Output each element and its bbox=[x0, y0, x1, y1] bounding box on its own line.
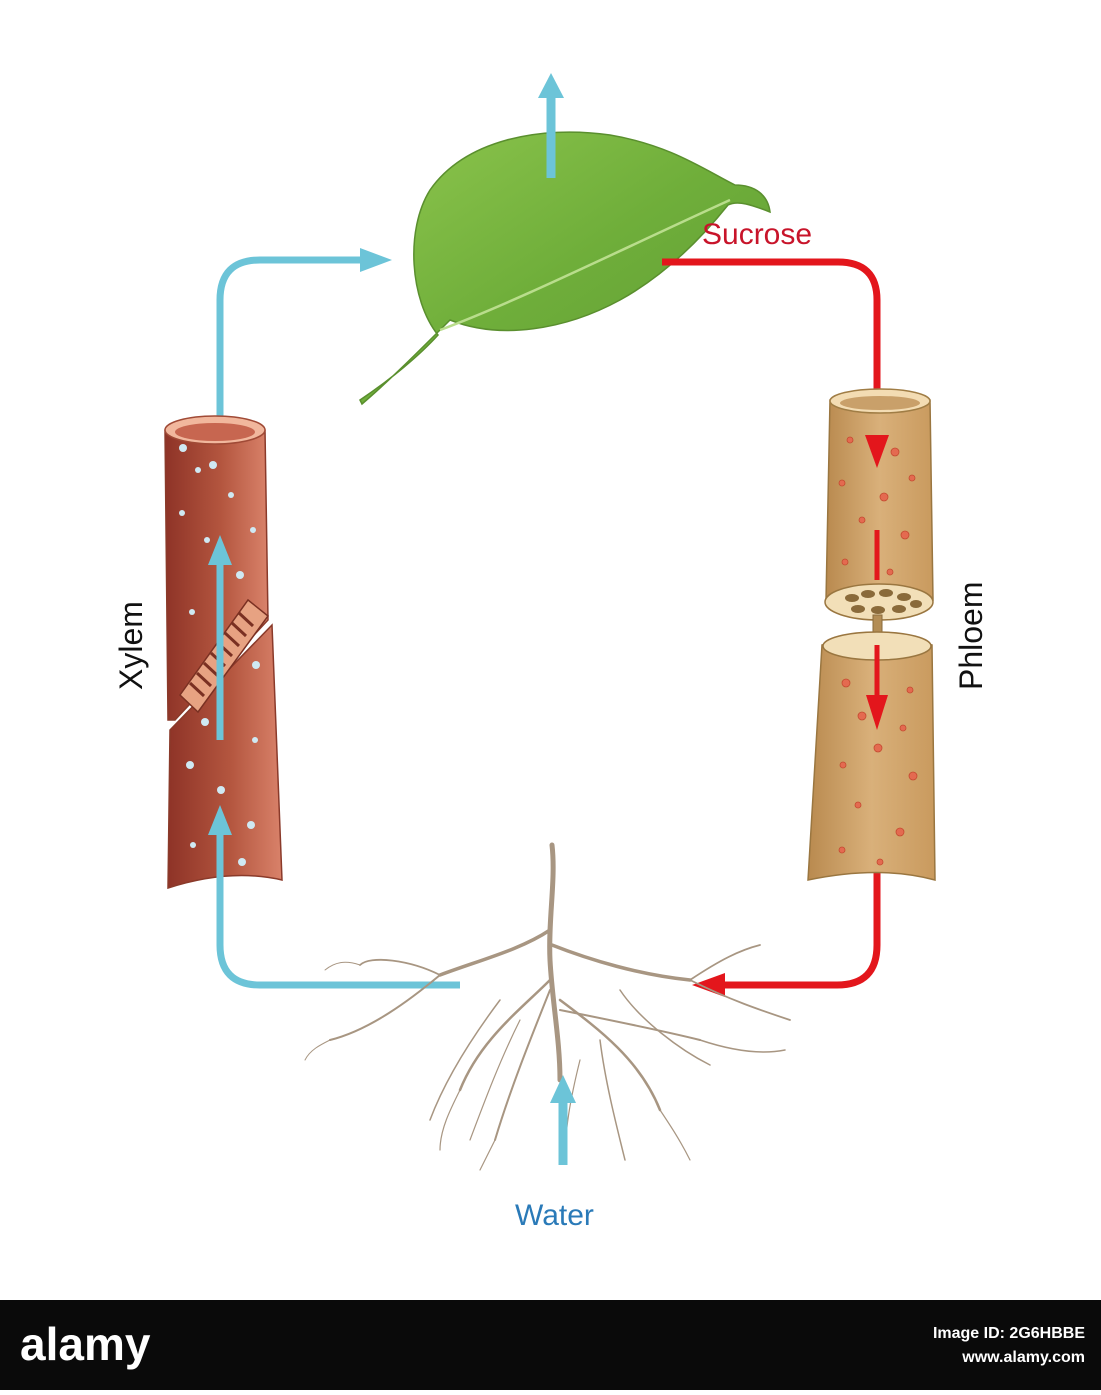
water-label: Water bbox=[515, 1199, 594, 1232]
transpiration-arrow bbox=[538, 73, 564, 178]
water-flow-path bbox=[216, 248, 460, 989]
phloem-sieve-tube-icon bbox=[807, 388, 936, 881]
xylem-label: Xylem bbox=[113, 601, 149, 690]
transport-diagram: Sucrose Water Xylem Phloem bbox=[113, 73, 989, 1232]
water-intake-arrow bbox=[550, 1075, 576, 1165]
leaf-icon bbox=[359, 131, 771, 406]
root-system-icon bbox=[304, 842, 791, 1171]
sucrose-flow-path bbox=[662, 258, 881, 997]
diagram-canvas: Sucrose Water Xylem Phloem bbox=[113, 73, 989, 1232]
site-url-text: www.alamy.com bbox=[961, 1349, 1085, 1366]
sucrose-label: Sucrose bbox=[702, 218, 812, 251]
brand-logo-text: alamy bbox=[20, 1318, 151, 1370]
footer-svg: alamy Image ID: 2G6HBBE www.alamy.com bbox=[20, 1318, 1085, 1370]
phloem-label: Phloem bbox=[953, 582, 989, 691]
xylem-vessel-icon bbox=[164, 415, 283, 900]
image-id-text: Image ID: 2G6HBBE bbox=[933, 1325, 1085, 1342]
stock-watermark-bar: alamy Image ID: 2G6HBBE www.alamy.com bbox=[0, 1300, 1101, 1390]
